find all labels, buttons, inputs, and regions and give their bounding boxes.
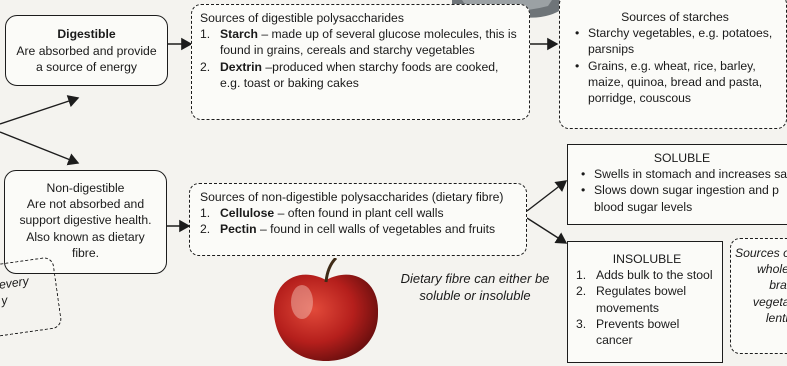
starch-sources-title: Sources of starches [572, 9, 778, 25]
non-digestible-box: Non-digestible Are not absorbed and supp… [4, 170, 167, 274]
fibre-sources-list: 1.Cellulose – often found in plant cell … [200, 205, 518, 237]
fibre-sources-box: Sources of non-digestible polysaccharide… [189, 183, 527, 256]
starch-sources-box: Sources of starches Starchy vegetables, … [559, 0, 787, 129]
arrow-to-digestible [0, 98, 78, 124]
insoluble-box: INSOLUBLE 1.Adds bulk to the stool 2.Reg… [567, 241, 723, 363]
insoluble-sources-line: bran, [735, 277, 787, 293]
list-item: 1.Adds bulk to the stool [576, 267, 718, 283]
insoluble-list: 1.Adds bulk to the stool 2.Regulates bow… [576, 267, 718, 348]
apple-image [270, 258, 382, 361]
list-item: 1.Cellulose – often found in plant cell … [200, 205, 518, 221]
left-fragment-box: every y [0, 256, 63, 340]
list-item: 1.Starch – made up of several glucose mo… [200, 26, 521, 58]
insoluble-sources-line: wholem [735, 261, 787, 277]
insoluble-title: INSOLUBLE [576, 251, 718, 267]
list-item: 2.Pectin – found in cell walls of vegeta… [200, 221, 518, 237]
starch-sources-list: Starchy vegetables, e.g. potatoes, parsn… [572, 25, 778, 106]
list-item: Swells in stomach and increases sa [578, 166, 787, 182]
digestible-sources-box: Sources of digestible polysaccharides 1.… [191, 4, 530, 120]
arrow-to-insoluble [527, 218, 566, 243]
insoluble-sources-line: vegetabl [735, 294, 787, 310]
insoluble-sources-line: Sources o [735, 245, 787, 261]
soluble-box: SOLUBLE Swells in stomach and increases … [567, 144, 787, 225]
arrow-to-soluble [527, 181, 566, 211]
list-item: 3.Prevents bowel cancer [576, 316, 718, 348]
list-item: Starchy vegetables, e.g. potatoes, parsn… [572, 25, 778, 57]
soluble-list: Swells in stomach and increases sa Slows… [578, 166, 787, 215]
digestible-description: Are absorbed and provide a source of ene… [6, 42, 167, 75]
fibre-sources-title: Sources of non-digestible polysaccharide… [200, 189, 518, 205]
list-item: Grains, e.g. wheat, rice, barley, maize,… [572, 58, 778, 107]
fibre-caption: Dietary fibre can either be soluble or i… [390, 270, 560, 304]
list-item: 2.Dextrin –produced when starchy foods a… [200, 59, 521, 91]
arrow-to-non-digestible [0, 132, 78, 163]
digestible-title: Digestible [6, 26, 167, 42]
list-item: Slows down sugar ingestion and p blood s… [578, 182, 787, 214]
insoluble-sources-box: Sources o wholem bran, vegetabl lentils [730, 238, 787, 354]
non-digestible-title: Non-digestible [5, 180, 166, 196]
list-item: 2.Regulates bowel movements [576, 283, 718, 315]
insoluble-sources-line: lentils [735, 310, 787, 326]
soluble-title: SOLUBLE [578, 150, 787, 166]
digestible-box: Digestible Are absorbed and provide a so… [5, 15, 168, 86]
non-digestible-description: Are not absorbed and support digestive h… [5, 196, 166, 261]
digestible-sources-title: Sources of digestible polysaccharides [200, 10, 521, 26]
digestible-sources-list: 1.Starch – made up of several glucose mo… [200, 26, 521, 91]
